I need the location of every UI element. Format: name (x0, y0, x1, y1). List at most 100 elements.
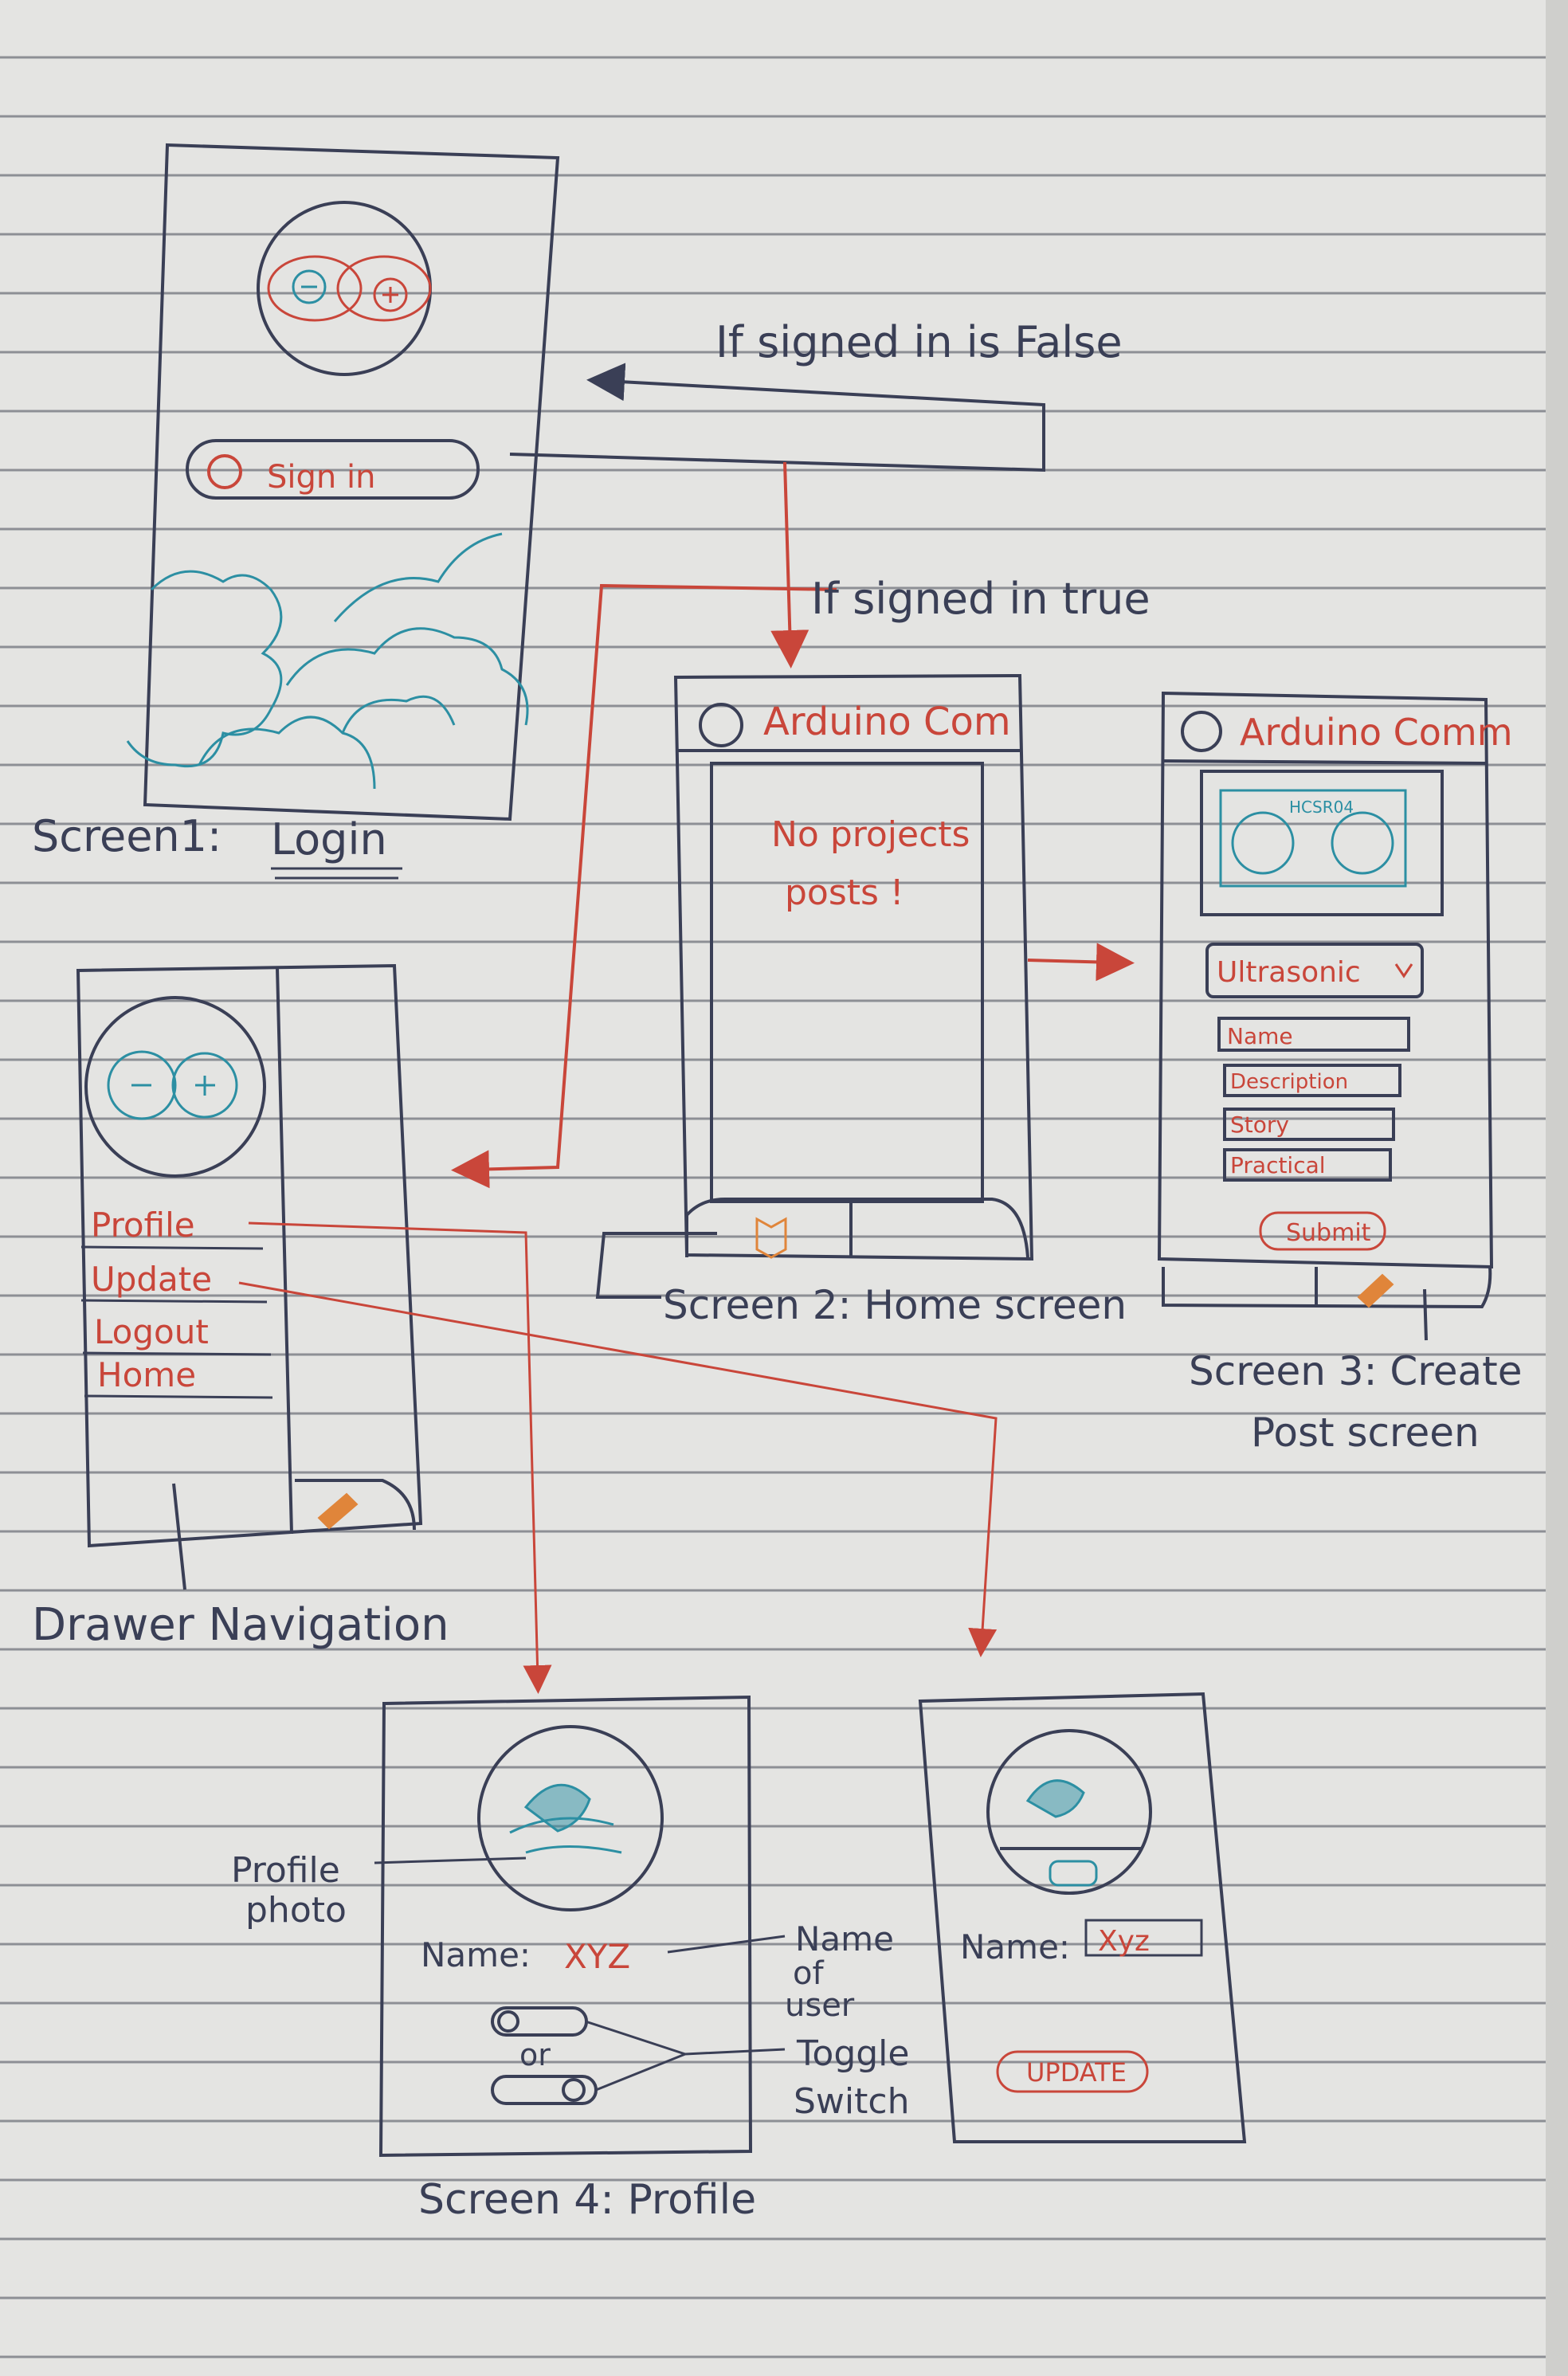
sensor-label: HCSR04 (1289, 798, 1354, 817)
screen4-name-label: Name: (421, 1935, 531, 1974)
drawer-navigation: Profile Update Logout Home Drawer Naviga… (32, 963, 449, 1651)
screen3-pointer (1423, 1288, 1428, 1341)
screen3-bottom-bar (1162, 1266, 1492, 1309)
annotation-toggle-line2: Switch (794, 2081, 909, 2122)
drawer-frame (76, 963, 423, 1548)
screen2-empty-line2: posts ! (785, 872, 904, 913)
update-profile-screen: Name: Xyz UPDATE (918, 1692, 1247, 2143)
drawer-item-logout-label: Logout (94, 1312, 209, 1351)
sensor-type-dropdown[interactable] (1205, 943, 1424, 998)
name-pointer (667, 1935, 786, 1954)
submit-button-label: Submit (1286, 1219, 1371, 1247)
google-icon (207, 454, 242, 489)
sign-in-button-label: Sign in (267, 459, 375, 496)
screen2-content-panel (710, 762, 984, 1203)
annotation-name-of-user-line2: of (793, 1955, 824, 1992)
drawer-item-home-label: Home (97, 1355, 196, 1394)
update-name-label: Name: (960, 1927, 1070, 1966)
screen4-profile: Name: XYZ or Screen 4: Profile (378, 1695, 756, 2224)
app-logo-icon (699, 703, 743, 747)
drawer-item-update[interactable]: Update (80, 1260, 268, 1304)
screen4-annotations: Profile photo Name of user Toggle Switch (231, 1850, 909, 2122)
flow-signed-in-false: If signed in is False (715, 317, 1123, 367)
screen3-caption-line2: Post screen (1251, 1410, 1480, 1456)
avatar-icon (1025, 1779, 1085, 1818)
plus-icon (373, 277, 408, 312)
story-field-placeholder: Story (1230, 1112, 1289, 1138)
update-button[interactable] (996, 2050, 1149, 2093)
clouds-illustration (126, 532, 529, 790)
screen3-app-title: Arduino Comm (1240, 711, 1513, 754)
minus-icon (292, 269, 327, 304)
camera-icon[interactable] (1049, 1860, 1098, 1887)
screen2-pointer (595, 1232, 717, 1299)
drawer-logo-circle (84, 996, 266, 1178)
screen2-app-title: Arduino Com (763, 700, 1011, 744)
infinity-logo (267, 255, 432, 322)
flow-signed-in-true: If signed in true (811, 574, 1151, 624)
submit-button[interactable] (1259, 1211, 1386, 1251)
drawer-panel-edge (276, 967, 293, 1535)
arrow-signed-in-true (770, 461, 809, 668)
drawer-pointer (172, 1483, 186, 1590)
annotation-profile-photo-line1: Profile (231, 1850, 340, 1891)
profile-photo-pointer (374, 1856, 527, 1864)
arrow-update-to-update-screen (238, 1281, 998, 1657)
drawer-item-profile-label: Profile (91, 1206, 195, 1245)
annotation-name-of-user-line1: Name (795, 1919, 894, 1958)
sensor-type-dropdown-value: Ultrasonic (1217, 956, 1361, 989)
screen2-home: Arduino Com No projects posts ! Screen 2… (595, 673, 1135, 1328)
description-field[interactable] (1223, 1064, 1401, 1097)
description-field-placeholder: Description (1230, 1070, 1348, 1094)
toggle-or-text: or (519, 2037, 551, 2072)
annotation-name-of-user-line3: user (785, 1987, 855, 2024)
screen1-login: Sign in Screen1: Login (32, 143, 560, 880)
book-icon[interactable] (755, 1217, 787, 1259)
name-field[interactable] (1217, 1017, 1410, 1052)
pencil-icon[interactable] (1357, 1273, 1394, 1308)
update-name-input-value: Xyz (1098, 1925, 1150, 1958)
plus-icon (171, 1052, 238, 1119)
annotation-profile-photo-line2: photo (245, 1890, 347, 1931)
arrow-profile-to-screen4 (248, 1221, 552, 1694)
toggle-switch-on-knob (562, 2078, 586, 2102)
drawer-item-profile[interactable]: Profile (80, 1206, 264, 1250)
practical-field-placeholder: Practical (1230, 1152, 1326, 1178)
minus-icon (107, 1050, 177, 1120)
screen3-caption-line1: Screen 3: Create (1189, 1348, 1522, 1394)
app-logo-icon (1181, 711, 1222, 752)
pencil-icon[interactable] (317, 1492, 359, 1530)
sensor-board (1219, 789, 1407, 888)
sensor-eye-right (1331, 811, 1394, 875)
screen3-create-post: Arduino Comm HCSR04 Ultrasonic Name Desc… (1157, 691, 1522, 1456)
practical-field[interactable] (1223, 1148, 1392, 1182)
toggle-pointer (585, 2020, 786, 2092)
arrow-to-create-post (1027, 943, 1135, 982)
update-profile-photo[interactable] (986, 1729, 1152, 1895)
screen1-frame (143, 143, 560, 821)
screen2-caption: Screen 2: Home screen (663, 1282, 1127, 1328)
toggle-switch-off-knob (497, 2010, 519, 2033)
arrow-to-drawer (451, 583, 837, 1189)
avatar-icon (509, 1783, 622, 1854)
update-button-label: UPDATE (1026, 2057, 1127, 2088)
name-field-placeholder: Name (1227, 1023, 1293, 1049)
story-field[interactable] (1223, 1108, 1395, 1141)
drawer-bottom-bar (295, 1479, 416, 1531)
page-edge (1546, 0, 1568, 2376)
screen1-caption-prefix: Screen1: (32, 811, 221, 861)
sign-in-button[interactable]: Sign in (186, 439, 480, 500)
drawer-item-home[interactable]: Home (84, 1355, 273, 1399)
update-screen-frame (918, 1692, 1247, 2143)
drawer-to-profile-arrows (238, 1221, 998, 1694)
drawer-item-logout[interactable]: Logout (82, 1312, 272, 1356)
screen4-name-value: XYZ (564, 1937, 630, 1976)
screen2-bottom-bar (685, 1198, 1029, 1258)
profile-photo[interactable] (477, 1725, 664, 1911)
sensor-eye-left (1231, 811, 1295, 875)
update-name-input[interactable] (1084, 1919, 1203, 1957)
chevron-down-icon (1394, 963, 1413, 978)
flow-arrows (451, 363, 1045, 1189)
